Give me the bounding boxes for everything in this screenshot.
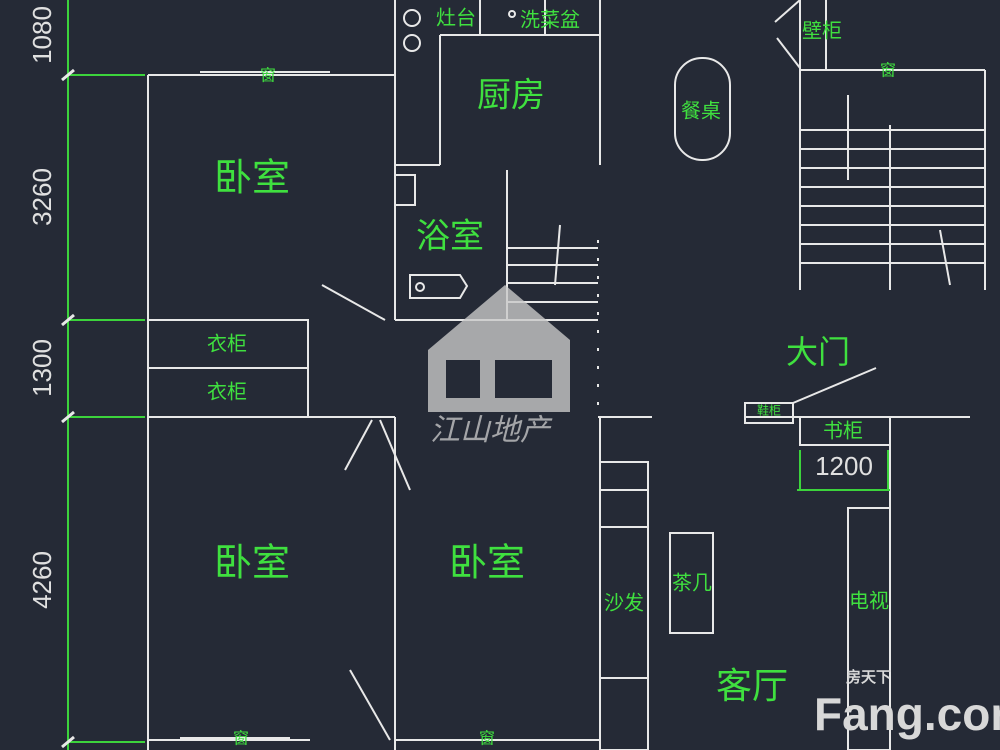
label-stove: 灶台 <box>436 6 476 30</box>
room-living: 客厅 <box>716 666 788 707</box>
dim-4260: 4260 <box>27 551 57 609</box>
site-watermark: Fang.com 房天下 <box>814 668 1000 740</box>
window-label-bottom-middle: 窗 <box>479 729 495 748</box>
label-wardrobe-2: 衣柜 <box>207 380 247 404</box>
room-kitchen: 厨房 <box>477 76 545 116</box>
site-watermark-text: Fang.com <box>814 688 1000 740</box>
label-bookcase: 书柜 <box>823 419 863 443</box>
site-watermark-cn: 房天下 <box>846 668 891 686</box>
label-wall-cabinet: 壁柜 <box>802 19 842 43</box>
label-main-door: 大门 <box>786 333 850 371</box>
wardrobe-2 <box>147 367 309 418</box>
window-label-bottom-left: 窗 <box>233 729 249 748</box>
room-bathroom: 浴室 <box>416 217 484 257</box>
stair-treads <box>800 129 985 264</box>
window-label-top-right: 窗 <box>880 61 896 80</box>
agency-watermark-text: 江山地产 <box>430 413 553 448</box>
label-sink: 洗菜盆 <box>520 8 580 32</box>
room-bedroom-bottom-left: 卧室 <box>214 541 290 585</box>
dim-1300: 1300 <box>27 339 57 397</box>
agency-logo-watermark: 江山地产 <box>428 285 570 448</box>
label-tv: 电视 <box>849 589 889 613</box>
label-wardrobe-1: 衣柜 <box>207 332 247 356</box>
dim-1200: 1200 <box>815 451 873 481</box>
dim-1080: 1080 <box>27 6 57 64</box>
left-dimension-line <box>61 0 145 750</box>
room-bedroom-top: 卧室 <box>214 156 290 200</box>
label-shoe-cabinet: 鞋柜 <box>757 403 781 418</box>
label-dining-table: 餐桌 <box>681 99 721 123</box>
room-bedroom-bottom-right: 卧室 <box>449 541 525 585</box>
dim-3260: 3260 <box>27 168 57 226</box>
label-sofa: 沙发 <box>604 591 644 615</box>
window-label-top-left: 窗 <box>260 66 276 85</box>
label-coffee-table: 茶几 <box>672 571 712 595</box>
